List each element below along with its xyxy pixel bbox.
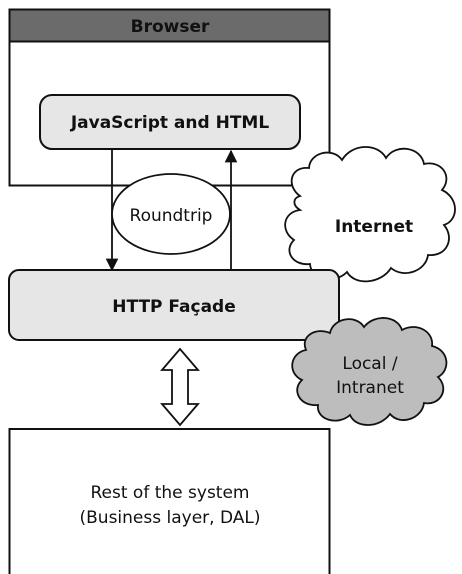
facade-label: HTTP Façade (112, 297, 236, 317)
system-label-line1: Rest of the system (91, 483, 250, 503)
browser-header (8, 8, 331, 43)
system-box: Rest of the system (Business layer, DAL) (8, 428, 331, 574)
intranet-label-line2: Intranet (336, 378, 404, 398)
roundtrip-ellipse (111, 173, 231, 255)
intranet-cloud-shape (291, 317, 448, 426)
double-arrow-icon (160, 347, 200, 427)
roundtrip-label: Roundtrip (130, 206, 213, 226)
intranet-label-line1: Local / (342, 354, 397, 374)
client-label: JavaScript and HTML (70, 113, 269, 133)
internet-label: Internet (335, 217, 413, 237)
intranet-cloud: Local / Intranet (291, 317, 448, 426)
client-box: JavaScript and HTML (39, 94, 301, 150)
system-label-line2: (Business layer, DAL) (80, 508, 261, 528)
internet-cloud: Internet (284, 146, 456, 283)
facade-box: HTTP Façade (8, 269, 340, 341)
facade-shape (8, 269, 340, 341)
browser-title: Browser (131, 17, 210, 37)
client-shape (39, 94, 301, 150)
roundtrip-bubble: Roundtrip (111, 173, 231, 255)
system-frame (8, 428, 331, 574)
internet-cloud-shape (284, 146, 456, 283)
